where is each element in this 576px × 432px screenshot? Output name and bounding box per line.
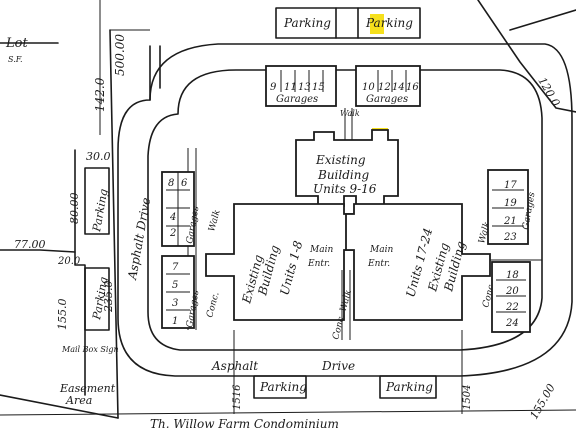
street-label: Th. Willow Farm Condominium: [150, 417, 339, 431]
dim-235: 235.0: [102, 281, 115, 314]
main-entr-left: Main: [309, 245, 333, 255]
garage-6: 6: [181, 178, 188, 189]
dim-155: 155.0: [56, 299, 69, 331]
conc-left: Conc.: [205, 291, 221, 319]
garage-21: 21: [503, 216, 517, 227]
bottom-drive: Asphalt Drive Parking Parking: [211, 330, 463, 414]
garage-18: 18: [506, 270, 519, 281]
garage-4: 4: [169, 212, 176, 223]
easement-label: Easement: [59, 382, 116, 395]
garages-right-upper: 17 19 21 23 Garages: [487, 169, 538, 245]
asphalt-label-bottom: Asphalt: [211, 359, 258, 373]
garages-label-top-left: Garages: [276, 94, 318, 105]
garage-15: 15: [312, 82, 325, 93]
property-lines: [0, 0, 576, 419]
mail-box-sign: Mail Box Sign: [61, 345, 119, 354]
lot-label: Lot: [5, 36, 28, 51]
building-center-building: Building: [317, 168, 369, 182]
garage-24: 24: [505, 318, 519, 329]
parking-label-top-right: Parking: [365, 16, 413, 30]
garage-22: 22: [505, 302, 519, 313]
garage-9: 9: [270, 82, 277, 93]
building-units-17-24: Units 17-24 Existing Building Main Entr.: [345, 203, 491, 321]
entr-right: Entr.: [367, 259, 390, 269]
garage-19: 19: [504, 198, 517, 209]
entr-left: Entr.: [307, 259, 330, 269]
parking-label-top-left: Parking: [283, 16, 331, 30]
parking-label-left-upper: Parking: [90, 188, 110, 234]
lot-sub-label: S.F.: [8, 55, 23, 64]
dim-1516: 1516: [232, 384, 243, 410]
drive-label-bottom: Drive: [321, 359, 355, 373]
main-entr-right: Main: [369, 245, 393, 255]
dim-80: 80.00: [68, 193, 81, 225]
parking-label-bottom-right: Parking: [385, 380, 433, 394]
garage-5: 5: [172, 280, 178, 291]
garages-right-lower: 18 20 22 24: [491, 261, 531, 333]
garages-top-right: 10 12 14 16 Garages: [355, 65, 421, 107]
garage-23: 23: [503, 232, 517, 243]
highlight-parking-space: [370, 14, 384, 34]
dim-500: 500.00: [113, 34, 127, 76]
building-units-9-16: Existing Building Units 9-16: [295, 108, 399, 207]
garage-7: 7: [172, 262, 179, 273]
garage-13: 13: [298, 82, 311, 93]
garage-16: 16: [406, 82, 419, 93]
asphalt-drive-vertical: Asphalt Drive: [125, 196, 153, 281]
dim-20: 20.0: [57, 256, 81, 267]
parking-top: Parking Parking: [275, 7, 421, 39]
dim-142: 142.0: [93, 77, 107, 112]
garages-label-top-right: Garages: [366, 94, 408, 105]
misc-labels: Mail Box Sign Easement Area Th. Willow F…: [59, 345, 339, 431]
garages-left-upper: 8 6 4 2 Garages: [161, 171, 202, 247]
garage-11: 11: [284, 82, 297, 93]
garage-2: 2: [169, 228, 176, 239]
garages-top-left: 9 11 13 15 Garages: [265, 65, 337, 107]
dim-1504: 1504: [462, 385, 473, 410]
area-label: Area: [65, 394, 92, 407]
garage-12: 12: [378, 82, 391, 93]
garage-20: 20: [505, 286, 519, 297]
garage-1: 1: [172, 316, 178, 327]
left-parking: Parking Parking Asphalt Drive: [84, 167, 153, 331]
walk-left: Walk: [207, 209, 222, 233]
dim-30: 30.0: [86, 150, 111, 163]
garage-3: 3: [172, 298, 178, 309]
walk-top: Walk: [340, 109, 360, 118]
building-center-units: Units 9-16: [313, 182, 377, 196]
garage-17: 17: [504, 180, 517, 191]
parking-label-bottom-left: Parking: [259, 380, 307, 394]
building-units-1-8: Existing Building Units 1-8 Main Entr.: [205, 203, 353, 321]
garages-left-lower: 7 5 3 1 Garages: [161, 255, 202, 329]
dim-155b: 155.00: [527, 382, 558, 422]
building-center-existing: Existing: [315, 153, 366, 167]
garage-8: 8: [168, 178, 174, 189]
dim-77: 77.00: [14, 238, 46, 251]
garage-14: 14: [392, 82, 405, 93]
garage-10: 10: [362, 82, 375, 93]
